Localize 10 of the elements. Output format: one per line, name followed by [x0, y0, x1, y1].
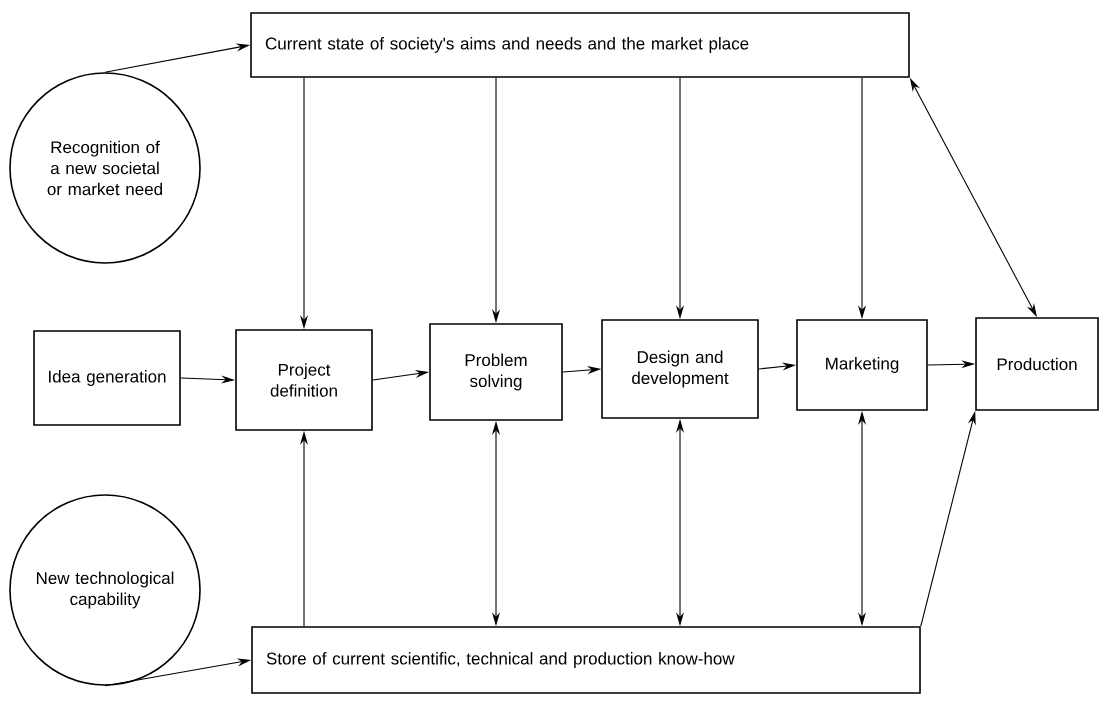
wide-box: Current state of society's aims and needs and the market place: [250, 12, 910, 78]
process-box: Idea generation: [33, 330, 181, 426]
process-box: Project definition: [235, 329, 373, 431]
wide-box: Store of current scientific, technical and production know-how: [251, 626, 921, 694]
process-box: Problem solving: [429, 323, 563, 421]
process-box: Marketing: [796, 319, 928, 411]
circle-node: Recognition of a new societal or market need: [9, 72, 201, 264]
process-box: Production: [975, 317, 1099, 411]
process-box: Design and development: [601, 319, 759, 419]
circle-node: New technological capability: [9, 494, 201, 686]
